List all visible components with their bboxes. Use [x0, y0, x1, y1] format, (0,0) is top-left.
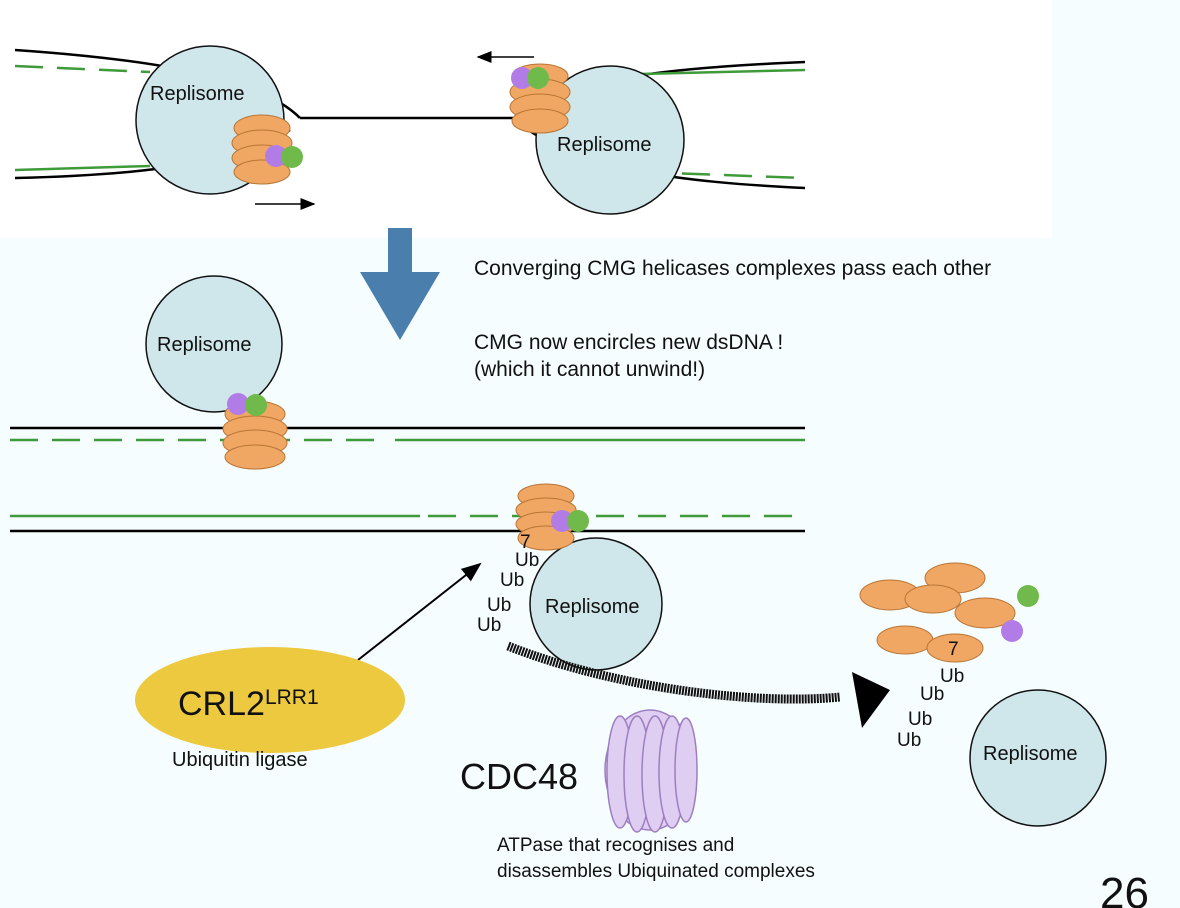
cdc45-green-icon — [527, 67, 549, 89]
ligase-name: CRL2LRR1 — [178, 685, 319, 723]
gins-purple-icon — [511, 67, 533, 89]
gins-purple-icon — [551, 510, 573, 532]
ub-label: Ub — [940, 666, 964, 687]
cdc45-green-icon — [281, 146, 303, 168]
crl2-lrr1-ligase — [135, 647, 405, 753]
ligase-description: Ubiquitin ligase — [172, 749, 308, 771]
converging-forks: Replisome Replisome — [14, 45, 806, 215]
gins-purple-icon — [265, 145, 287, 167]
cmg-helicase-middle-lower — [515, 483, 589, 551]
cmg-helicase-middle-upper — [222, 393, 288, 470]
replisome-middle-upper-label: Replisome — [157, 334, 251, 356]
left-nascent-strand-dashed — [14, 64, 151, 74]
cdc45-green-icon — [245, 394, 267, 416]
replisome-released — [969, 689, 1107, 827]
cdc48-hexamer-icon — [604, 709, 698, 833]
mcm7-label: 7 — [948, 639, 959, 660]
atpase-description-line2: disassembles Ubiquinated complexes — [497, 861, 815, 882]
ub-label: Ub — [487, 595, 511, 616]
ub-label: Ub — [515, 550, 539, 571]
right-nascent-strand-solid — [639, 68, 806, 76]
disassembled-cmg: 7 Ub Ub Ub Ub — [859, 562, 1039, 751]
cmg-on-dsdna-upper: Replisome — [10, 275, 805, 470]
ub-label: Ub — [500, 570, 524, 591]
atpase-description-line1: ATPase that recognises and — [497, 835, 735, 856]
cmg-on-dsdna-lower: Replisome 7 Ub Ub Ub Ub — [10, 483, 805, 671]
gins-purple-icon — [227, 393, 249, 415]
caption-encircle-line2: (which it cannot unwind!) — [474, 358, 706, 381]
ligase-superscript: LRR1 — [265, 686, 319, 709]
gins-purple-icon — [1001, 620, 1023, 642]
replisome-middle-upper — [145, 275, 283, 413]
caption-pass-each-other: Converging CMG helicases complexes pass … — [474, 257, 992, 280]
replisome-left-label: Replisome — [150, 83, 244, 105]
replisome-released-label: Replisome — [983, 743, 1077, 765]
replisome-right-label: Replisome — [557, 134, 651, 156]
ub-label: Ub — [920, 684, 944, 705]
replisome-right — [535, 65, 685, 215]
mcm7-label: 7 — [520, 532, 531, 553]
transition-arrow — [360, 228, 440, 340]
cmg-helicase-left — [231, 114, 303, 185]
ub-label: Ub — [908, 709, 932, 730]
caption-encircle-line1: CMG now encircles new dsDNA ! — [474, 331, 784, 354]
ubiquitination-arrow — [357, 562, 482, 661]
disassembly-arrow — [506, 641, 841, 704]
cdc45-green-icon — [567, 510, 589, 532]
left-nascent-strand-solid — [14, 164, 151, 172]
ligase-name-text: CRL2 — [178, 685, 265, 723]
replisome-middle-lower-label: Replisome — [545, 596, 639, 618]
cdc45-green-icon — [1017, 585, 1039, 607]
ub-label: Ub — [477, 615, 501, 636]
slide-number: 26 — [1100, 869, 1149, 908]
ub-label: Ub — [897, 730, 921, 751]
cdc48-name: CDC48 — [460, 756, 578, 797]
cmg-helicase-right — [509, 63, 571, 134]
disassembly-arrowhead — [852, 672, 890, 728]
